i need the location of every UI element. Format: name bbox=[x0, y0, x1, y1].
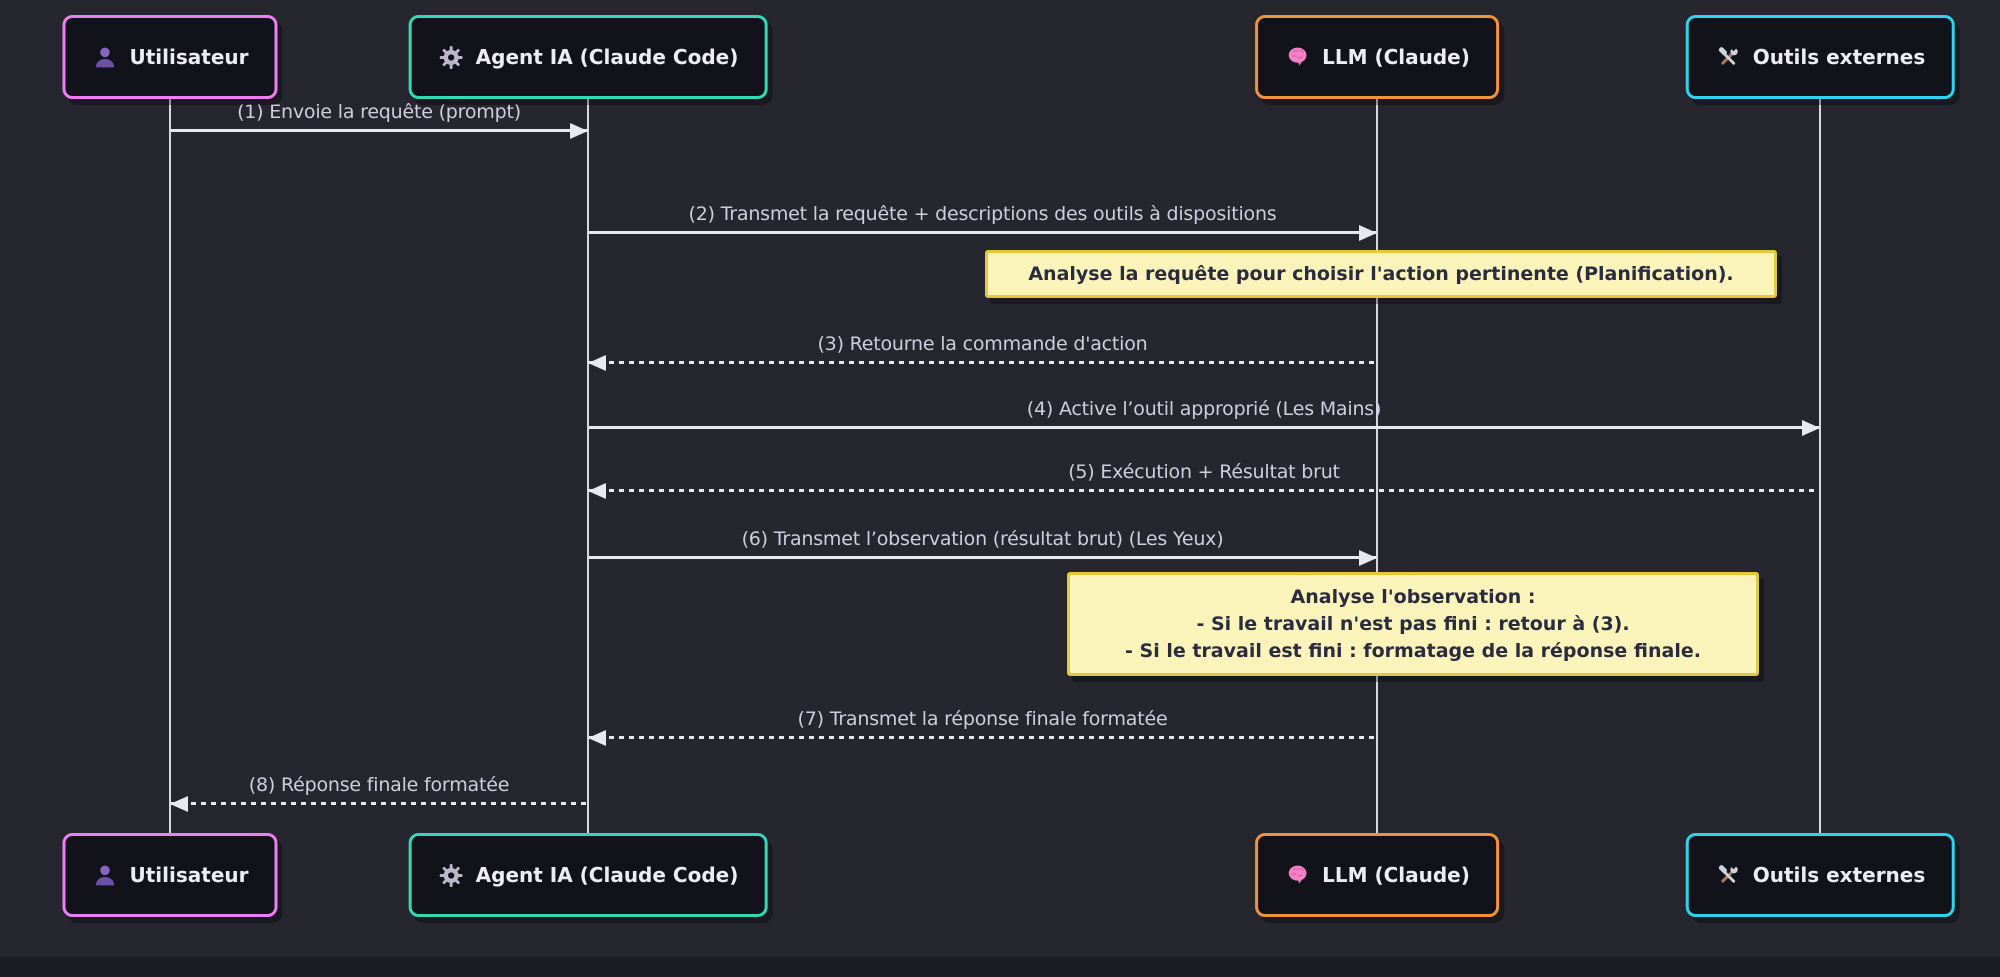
arrowhead-icon bbox=[588, 355, 606, 371]
message-line bbox=[589, 426, 1819, 429]
actor-label: Agent IA (Claude Code) bbox=[475, 863, 739, 887]
note-2: Analyse l'observation : - Si le travail n… bbox=[1067, 572, 1759, 676]
arrowhead-icon bbox=[1802, 420, 1820, 436]
message-label: (2) Transmet la requête + descriptions d… bbox=[688, 203, 1277, 225]
arrowhead-icon bbox=[570, 123, 588, 139]
note-line: - Si le travail est fini : formatage de … bbox=[1125, 639, 1701, 662]
message-line bbox=[171, 129, 587, 132]
message-label: (8) Réponse finale formatée bbox=[248, 774, 510, 796]
actor-llm-bottom: LLM (Claude) bbox=[1255, 833, 1499, 917]
message-line bbox=[589, 231, 1376, 234]
actor-label: Agent IA (Claude Code) bbox=[475, 45, 739, 69]
message-6: (6) Transmet l’observation (résultat bru… bbox=[589, 528, 1377, 566]
arrowhead-icon bbox=[170, 796, 188, 812]
note-line: - Si le travail n'est pas fini : retour … bbox=[1196, 612, 1630, 635]
message-8: (8) Réponse finale formatée bbox=[170, 774, 587, 812]
note-line: Analyse la requête pour choisir l'action… bbox=[1028, 262, 1734, 285]
arrowhead-icon bbox=[588, 483, 606, 499]
gear-icon bbox=[438, 862, 464, 888]
tools-icon bbox=[1715, 44, 1741, 70]
bottom-strip bbox=[0, 957, 2000, 977]
message-label: (5) Exécution + Résultat brut bbox=[1068, 461, 1340, 483]
note-line: Analyse l'observation : bbox=[1290, 585, 1536, 608]
actor-label: LLM (Claude) bbox=[1322, 45, 1470, 69]
message-5: (5) Exécution + Résultat brut bbox=[588, 461, 1819, 499]
message-line bbox=[589, 489, 1819, 492]
actor-llm-top: LLM (Claude) bbox=[1255, 15, 1499, 99]
gear-icon bbox=[438, 44, 464, 70]
lifeline-utilisateur bbox=[169, 99, 171, 833]
actor-label: Utilisateur bbox=[129, 45, 249, 69]
message-label: (6) Transmet l’observation (résultat bru… bbox=[741, 528, 1224, 550]
message-2: (2) Transmet la requête + descriptions d… bbox=[589, 203, 1377, 241]
message-label: (1) Envoie la requête (prompt) bbox=[237, 101, 521, 123]
actor-outils-bottom: Outils externes bbox=[1685, 833, 1955, 917]
message-line bbox=[589, 736, 1376, 739]
actor-label: Utilisateur bbox=[129, 863, 249, 887]
brain-icon bbox=[1284, 862, 1310, 888]
actor-agent-top: Agent IA (Claude Code) bbox=[408, 15, 768, 99]
user-icon bbox=[92, 44, 118, 70]
actor-utilisateur-top: Utilisateur bbox=[62, 15, 278, 99]
message-line bbox=[589, 556, 1376, 559]
note-1: Analyse la requête pour choisir l'action… bbox=[985, 250, 1777, 298]
message-1: (1) Envoie la requête (prompt) bbox=[171, 101, 588, 139]
message-4: (4) Active l’outil approprié (Les Mains) bbox=[589, 398, 1820, 436]
message-7: (7) Transmet la réponse finale formatée bbox=[588, 708, 1376, 746]
message-line bbox=[171, 802, 587, 805]
actor-utilisateur-bottom: Utilisateur bbox=[62, 833, 278, 917]
lifeline-agent bbox=[587, 99, 589, 833]
user-icon bbox=[92, 862, 118, 888]
actor-label: Outils externes bbox=[1752, 45, 1926, 69]
brain-icon bbox=[1284, 44, 1310, 70]
arrowhead-icon bbox=[588, 730, 606, 746]
actor-agent-bottom: Agent IA (Claude Code) bbox=[408, 833, 768, 917]
lifeline-outils bbox=[1819, 99, 1821, 833]
message-line bbox=[589, 361, 1376, 364]
tools-icon bbox=[1715, 862, 1741, 888]
message-label: (3) Retourne la commande d'action bbox=[817, 333, 1148, 355]
message-label: (7) Transmet la réponse finale formatée bbox=[797, 708, 1168, 730]
arrowhead-icon bbox=[1359, 550, 1377, 566]
arrowhead-icon bbox=[1359, 225, 1377, 241]
message-label: (4) Active l’outil approprié (Les Mains) bbox=[1026, 398, 1382, 420]
actor-label: Outils externes bbox=[1752, 863, 1926, 887]
actor-outils-top: Outils externes bbox=[1685, 15, 1955, 99]
message-3: (3) Retourne la commande d'action bbox=[588, 333, 1376, 371]
lifeline-llm bbox=[1376, 99, 1378, 833]
actor-label: LLM (Claude) bbox=[1322, 863, 1470, 887]
